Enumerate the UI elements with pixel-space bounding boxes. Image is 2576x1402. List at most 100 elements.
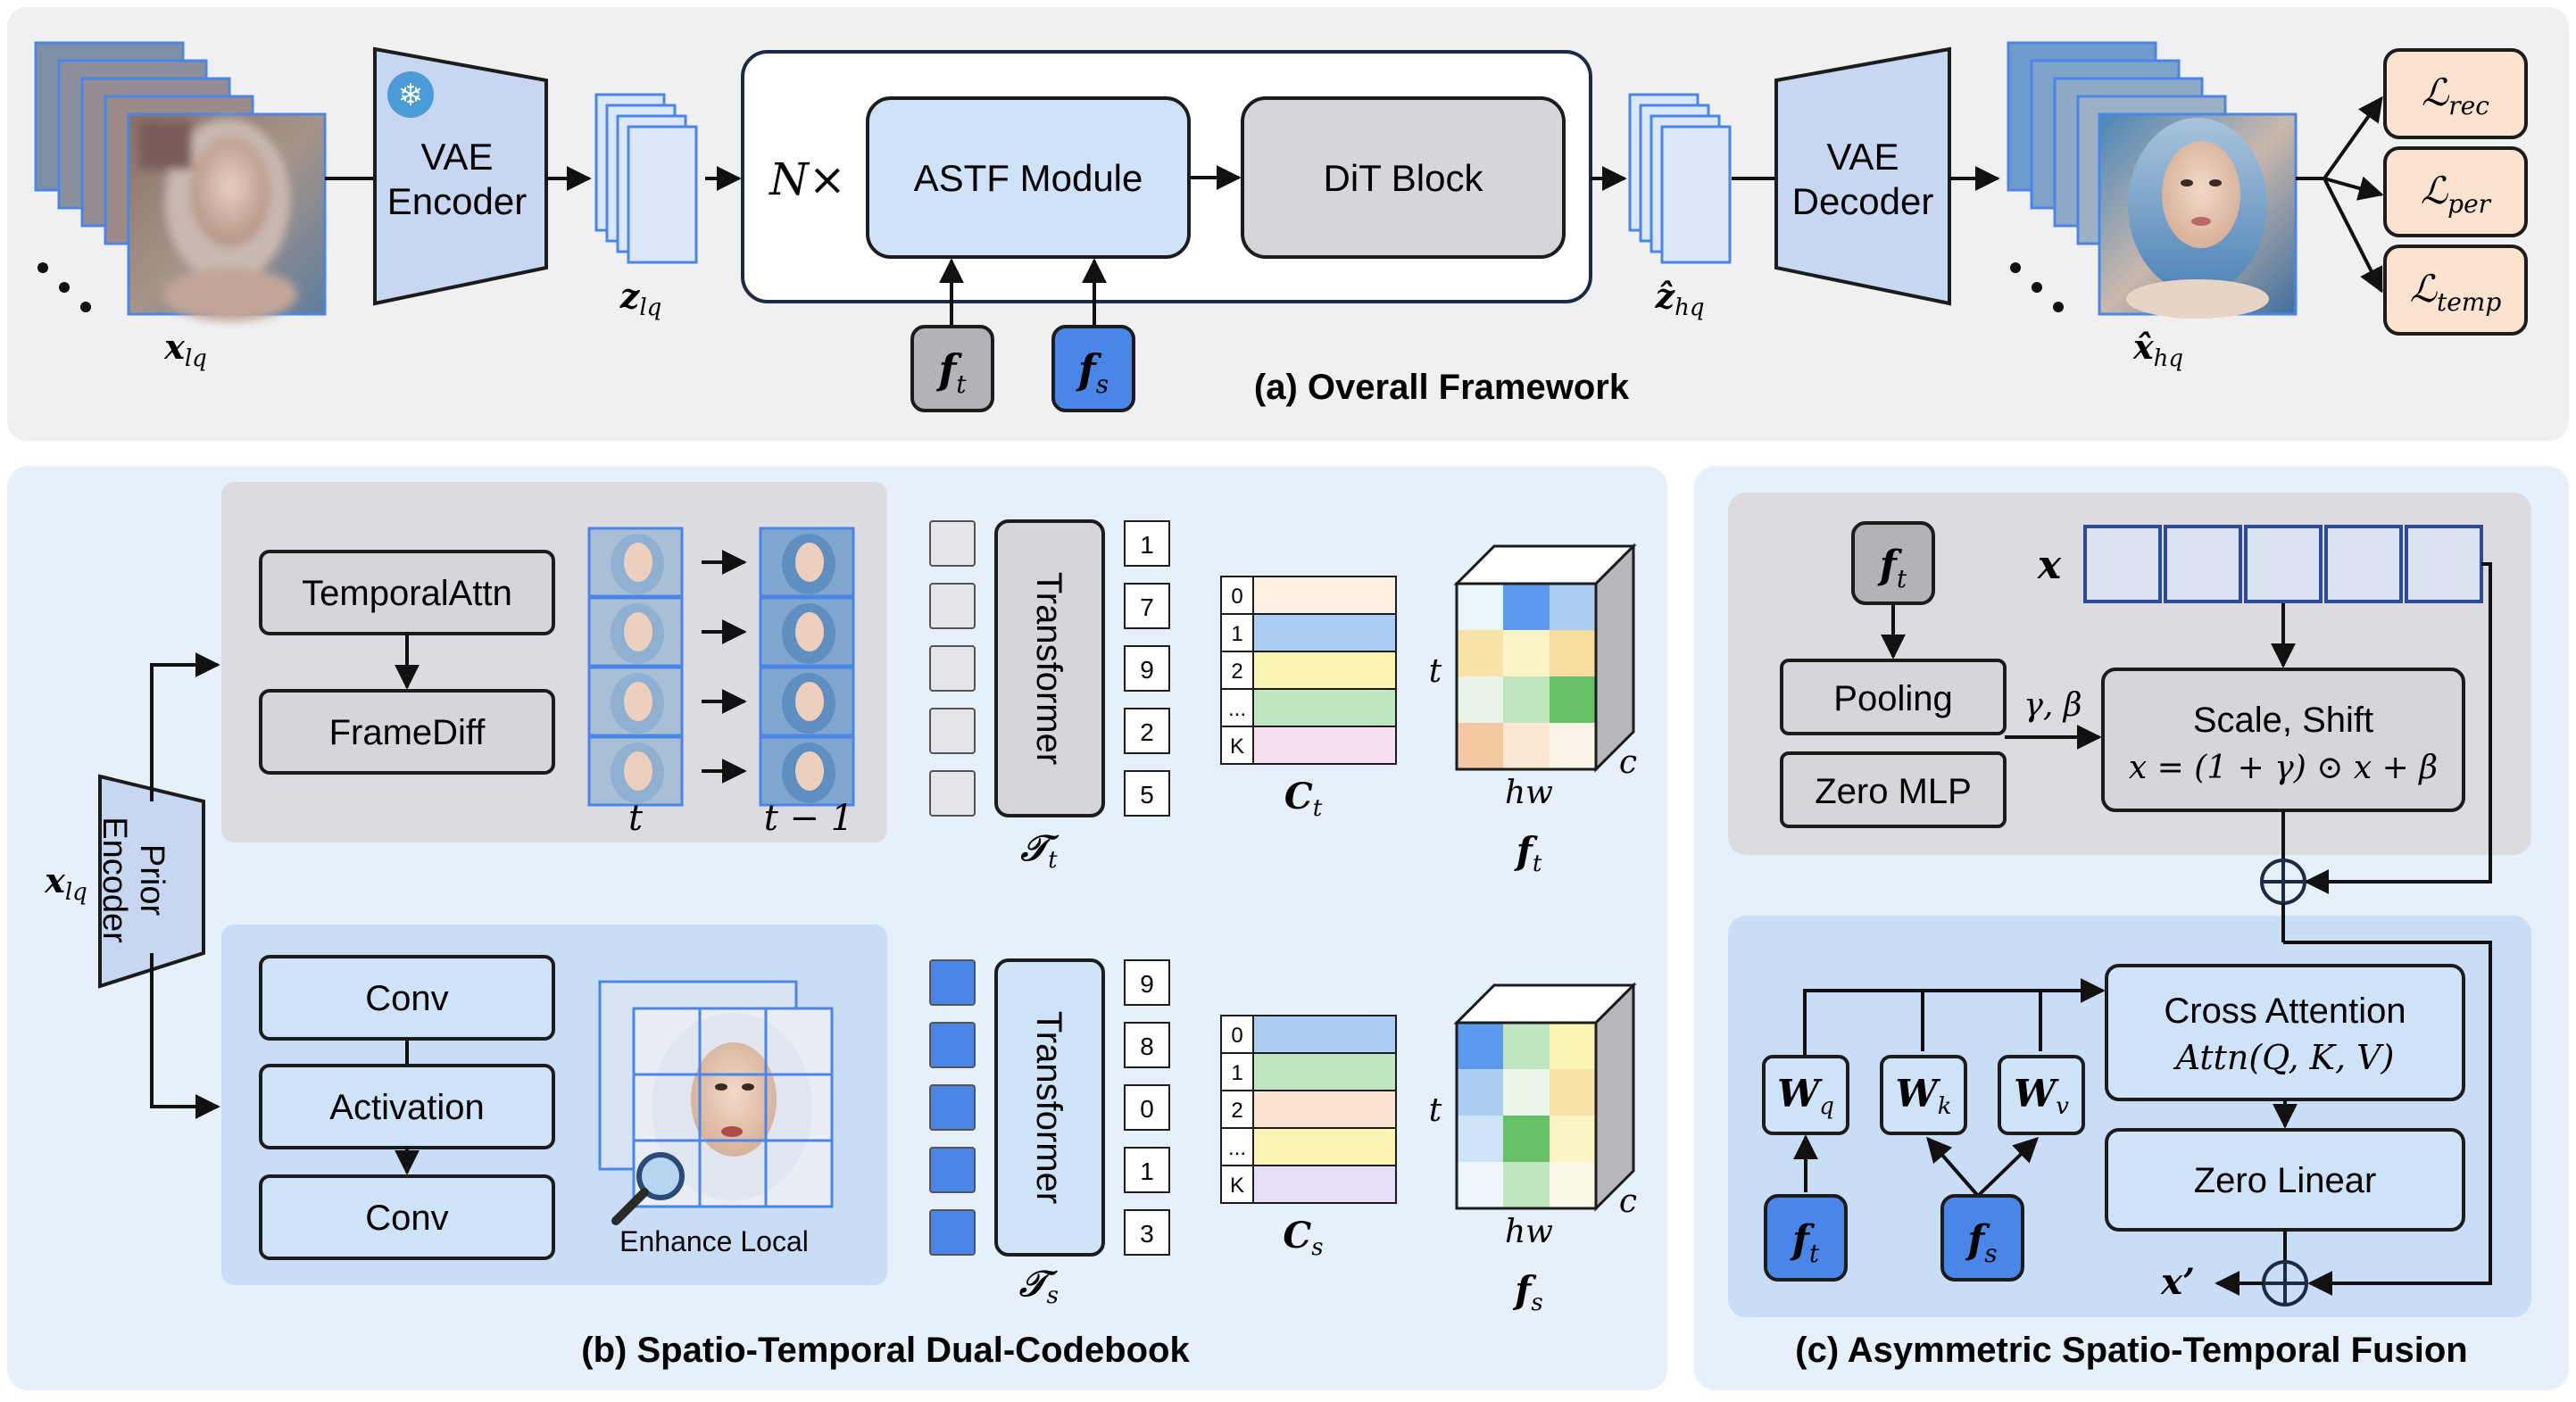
conv-bottom-box [259,1174,555,1260]
scale-shift-label: Scale, Shift [2193,701,2373,740]
heatmap-cell [1457,1116,1503,1162]
heatmap-cell [1457,723,1503,769]
heatmap-cell [1457,1069,1503,1116]
panel-overall-framework: xlq ❄ VAE Encoder zlq N× ASTF Module [7,7,2569,441]
input-lq-frames [34,41,327,321]
heatmap-cell [1503,584,1550,630]
output-hq-frames [2007,41,2298,319]
svg-text:ℒtemp: ℒtemp [2410,267,2502,317]
z-hq-latents [1628,93,1732,264]
codebook-row-label: 2 [1231,660,1242,684]
residual-add-top [2260,859,2306,905]
cube-top-axis-c: c [1619,744,1637,781]
codebook-entry [1252,1127,1397,1166]
codebook-index-box [1124,959,1170,1006]
codebook-row-label: 1 [1231,1061,1242,1085]
codebook-index-box [1124,1147,1170,1193]
codebook-row-label: ... [1228,1136,1246,1160]
zero-mlp-box [1780,751,2007,828]
temporal-input-tokens [929,520,976,817]
n-times-label: N× [769,153,846,205]
x-token [2083,525,2162,603]
codebook-row-index [1220,688,1254,727]
fusion-x-label: x [2037,543,2062,588]
codebook-index-box [1124,645,1170,692]
temporal-feature-cube [1453,543,1637,773]
codebook-index-value: 7 [1140,593,1154,621]
heatmap-cell [1457,584,1503,630]
pooling-box [1780,659,2007,735]
frame-thumbnail [587,666,684,737]
frame-thumbnail [759,666,855,737]
magnifier-icon [611,1152,685,1225]
w-v-label: Wv [2014,1072,2069,1120]
tau-s-label: 𝒯s [1018,1263,1059,1309]
codebook-entry [1252,688,1397,727]
x-prime-label: x’ [2160,1261,2195,1303]
heatmap-cell [1457,1023,1503,1069]
activation-label: Activation [329,1088,484,1127]
codebook-index-box [1124,520,1170,567]
x-token [2324,525,2403,603]
codebook-row-label: K [1230,734,1244,759]
codebook-row-label: 0 [1231,1024,1242,1048]
codebook-row-index [1220,1015,1254,1054]
codebook-index-value: 1 [1140,531,1154,559]
w-k-label: Wk [1896,1072,1952,1120]
x-token [2164,525,2242,603]
dit-block-label: DiT Block [1324,157,1484,199]
cube-top-axis-hw: hw [1505,775,1553,811]
spatial-transformer-label: Transformer [1029,1011,1068,1204]
codebook-index-value: 1 [1140,1157,1154,1185]
cube-side-face [1594,543,1635,773]
heatmap-cell [1550,723,1596,769]
panel-a-caption: (a) Overall Framework [1254,368,1630,407]
codebook-index-value: 0 [1140,1095,1154,1123]
vae-decoder: VAE Decoder [1774,46,1951,306]
frame-thumbnail [587,527,684,598]
codebook-row-index [1220,1090,1254,1129]
spatial-codebook: 012...K [1220,1015,1397,1204]
cross-attention-label: Cross Attention [2164,991,2406,1031]
heatmap-cell [1550,1069,1596,1116]
f-s-cube-label: fs [1512,1268,1542,1316]
codebook-row-label: ... [1228,697,1246,721]
heatmap-cell [1503,676,1550,723]
input-token [929,1147,976,1193]
scale-shift-equation: x = (1 + γ) ⊙ x + β [2129,750,2438,786]
cube-front-outline [1455,1021,1598,1210]
vae-encoder-label-2: Encoder [387,180,527,222]
loss-rec: ℒrec [2383,48,2528,139]
frame-thumbnail [587,735,684,807]
codebook-entry [1252,613,1397,652]
codebook-row-label: 0 [1231,585,1242,609]
cube-bottom-axis-t: t [1429,1092,1442,1129]
loss-per: ℒper [2383,146,2528,237]
codebook-row-index [1220,1052,1254,1091]
frame-thumbnail [759,735,855,807]
frame-t-minus-1-label: t − 1 [764,798,853,839]
codebook-index-box [1124,1022,1170,1068]
w-k-box [1880,1055,1967,1135]
codebook-entry [1252,726,1397,765]
codebook-index-box [1124,1209,1170,1256]
cube-bottom-axis-c: c [1619,1183,1637,1220]
input-token [929,1022,976,1068]
input-token [929,645,976,692]
w-q-label: Wq [1777,1072,1834,1120]
heatmap-cell [1503,1023,1550,1069]
codebook-entry [1252,1015,1397,1054]
vae-decoder-label-2: Decoder [1792,180,1934,222]
codebook-entry [1252,1090,1397,1129]
vae-encoder-label-1: VAE [421,136,494,178]
heatmap-cell [1457,1162,1503,1208]
lq-face-image [127,112,327,321]
astf-module-label: ASTF Module [914,157,1143,199]
vae-decoder-label-1: VAE [1827,136,1899,178]
frame-thumbnail [759,596,855,668]
frame-thumbnail [587,596,684,668]
codebook-entry [1252,576,1397,615]
